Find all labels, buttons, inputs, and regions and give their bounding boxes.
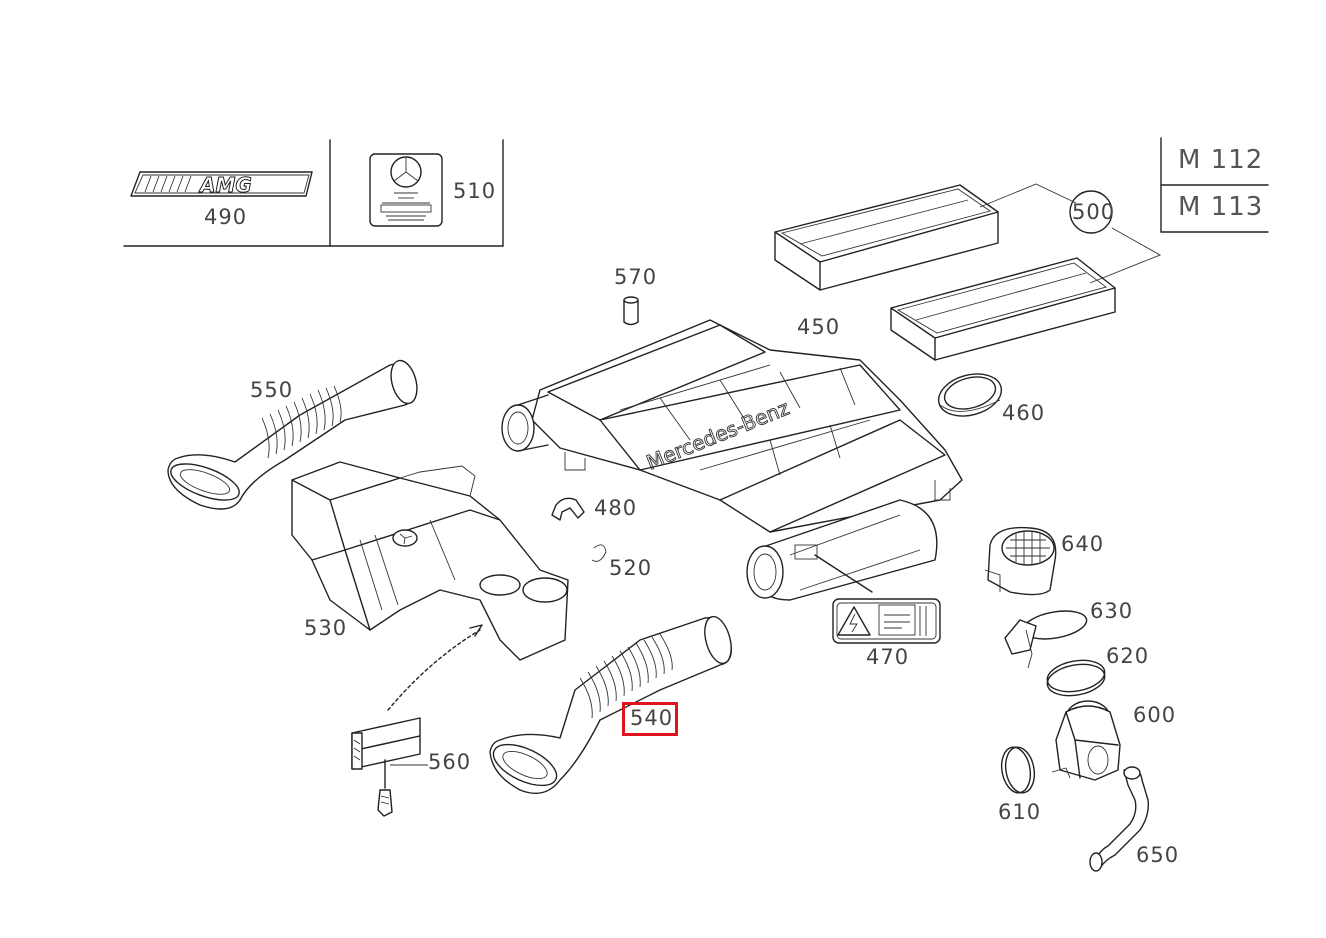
air-duct-540-icon xyxy=(489,615,732,794)
amg-emblem-icon: AMG xyxy=(130,171,313,198)
seal-ring-icon xyxy=(937,373,1003,417)
part-label-450[interactable]: 450 xyxy=(797,315,841,339)
accessory-box xyxy=(123,139,504,247)
part-label-470[interactable]: 470 xyxy=(866,645,910,669)
warning-label-icon xyxy=(832,598,941,644)
part-label-610[interactable]: 610 xyxy=(998,800,1042,824)
part-label-560[interactable]: 560 xyxy=(428,750,472,774)
part-label-500[interactable]: 500 xyxy=(1072,200,1116,224)
clip-icon xyxy=(551,497,607,562)
engine-label-m113: M 113 xyxy=(1178,192,1264,222)
part-label-620[interactable]: 620 xyxy=(1106,644,1150,668)
engine-label-m112: M 112 xyxy=(1178,145,1264,175)
engine-cover-icon xyxy=(291,461,569,661)
clamp-bracket-icon xyxy=(1004,610,1088,669)
part-label-520[interactable]: 520 xyxy=(609,556,653,580)
highlight-box-540 xyxy=(622,702,678,736)
part-label-550[interactable]: 550 xyxy=(250,378,294,402)
clamp-ring-icon xyxy=(1046,659,1106,697)
seal-ring-610-icon xyxy=(1000,746,1036,794)
part-label-650[interactable]: 650 xyxy=(1136,843,1180,867)
part-label-480[interactable]: 480 xyxy=(594,496,638,520)
flap-housing-icon xyxy=(1051,700,1121,781)
part-label-510[interactable]: 510 xyxy=(453,179,497,203)
engine-table xyxy=(1160,137,1269,233)
part-label-640[interactable]: 640 xyxy=(1061,532,1105,556)
sleeve-icon xyxy=(623,296,639,326)
part-label-460[interactable]: 460 xyxy=(1002,401,1046,425)
part-label-630[interactable]: 630 xyxy=(1090,599,1134,623)
part-label-570[interactable]: 570 xyxy=(614,265,658,289)
filter-callout-lines xyxy=(979,183,1162,284)
part-label-540[interactable]: 540 xyxy=(630,706,674,730)
part-label-530[interactable]: 530 xyxy=(304,616,348,640)
air-filter-element-icon xyxy=(774,184,1116,361)
amg-plate-icon xyxy=(369,153,443,227)
sealing-strip-icon xyxy=(351,624,483,817)
mass-air-flow-sensor-icon xyxy=(984,526,1057,596)
air-duct-icon xyxy=(167,359,418,510)
part-label-490[interactable]: 490 xyxy=(204,205,248,229)
part-label-600[interactable]: 600 xyxy=(1133,703,1177,727)
hose-icon xyxy=(1089,766,1150,872)
air-filter-housing-icon: Mercedes-Benz xyxy=(501,319,963,601)
amg-emblem-text: AMG xyxy=(198,173,252,197)
